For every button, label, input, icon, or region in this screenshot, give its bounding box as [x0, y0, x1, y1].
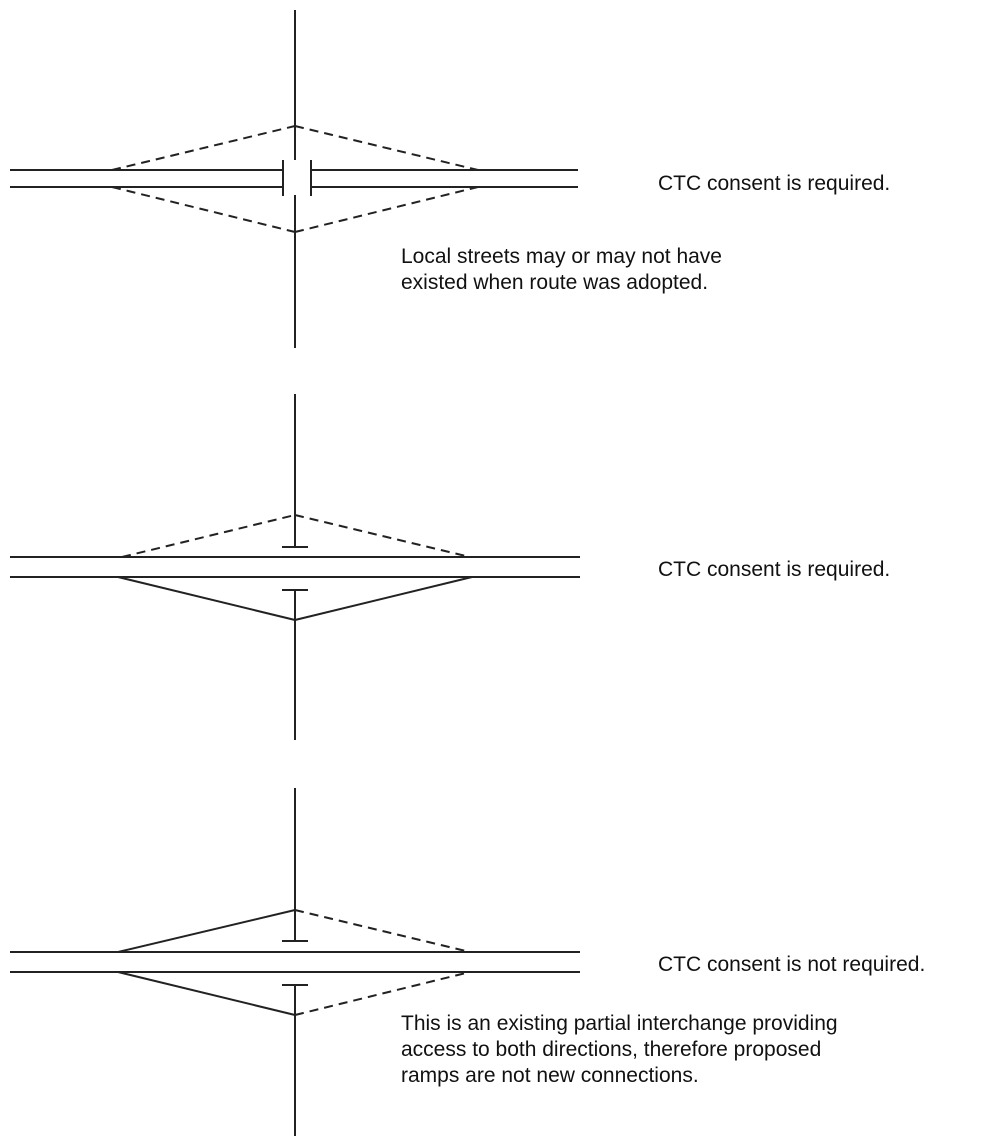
- panel-1-note-line: Local streets may or may not have: [401, 245, 722, 268]
- panel-3-caption: CTC consent is not required.: [658, 953, 926, 976]
- panel-3-ramp-nw: [117, 909, 296, 953]
- panel-2-ramp-sw: [117, 576, 296, 621]
- panel-1-caption: CTC consent is required.: [658, 172, 891, 195]
- panel-1-ramp-se: [294, 186, 479, 233]
- panel-3-note-line: ramps are not new connections.: [401, 1064, 699, 1087]
- panel-3-ramp-sw: [117, 971, 296, 1016]
- panel-1-note-line: existed when route was adopted.: [401, 271, 709, 294]
- panel-2-caption: CTC consent is required.: [658, 558, 891, 581]
- panel-1-proposed-ramps: [111, 125, 479, 233]
- panel-2-diagram: [10, 394, 580, 740]
- panel-1-ramp-ne: [294, 125, 479, 171]
- panel-2-ramp-ne: [294, 514, 471, 558]
- panel-1-ramp-sw: [111, 186, 296, 233]
- panel-1-diagram: [10, 10, 578, 348]
- panel-3-diagram: [10, 788, 580, 1136]
- panel-1-ramp-nw: [111, 125, 296, 171]
- panel-3-ramp-ne: [294, 909, 471, 953]
- panel-2-ramp-nw: [121, 514, 296, 558]
- panel-3-ramp-se: [294, 971, 471, 1016]
- panel-2-ramp-se: [294, 576, 473, 621]
- panel-3-note-line: This is an existing partial interchange …: [401, 1012, 838, 1035]
- panel-3-note-line: access to both directions, therefore pro…: [401, 1038, 822, 1061]
- panel-3-proposed-ramps: [294, 909, 471, 1016]
- panel-3-note: This is an existing partial interchange …: [401, 1011, 838, 1089]
- panel-1-note: Local streets may or may not have existe…: [401, 244, 722, 296]
